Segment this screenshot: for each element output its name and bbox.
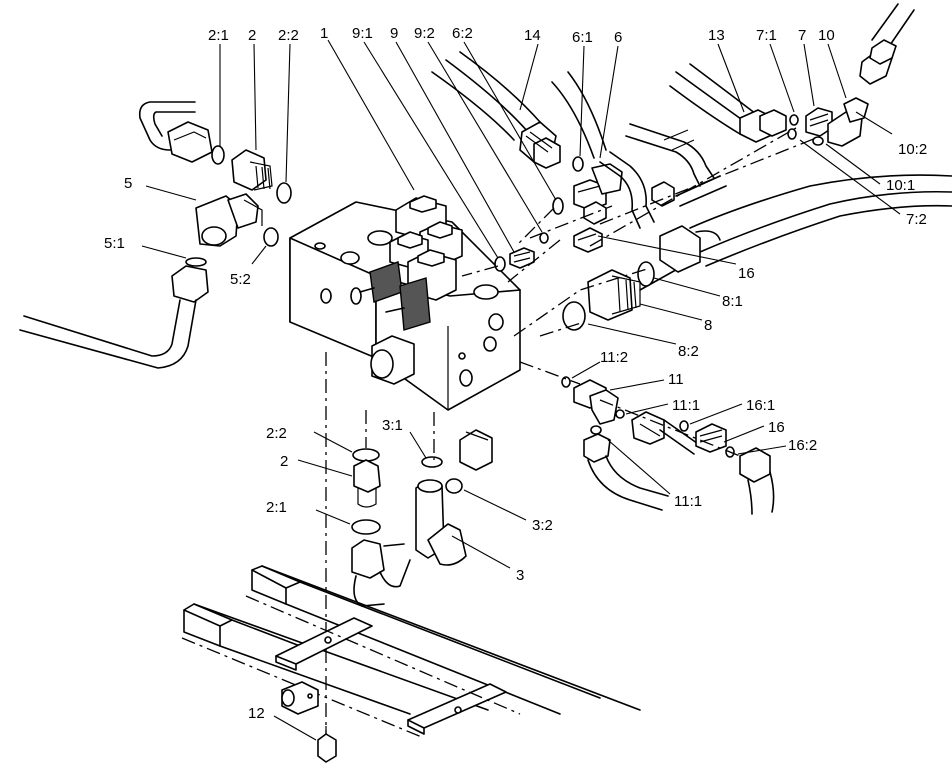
callout-11-2: 11:2 [600,349,628,366]
tube-upper-left [138,101,196,151]
fitting-2-top [231,149,273,191]
tube-8-large [639,174,952,291]
bolt-12 [317,726,337,763]
callout-6: 6 [614,29,622,46]
oring-8-2 [562,301,586,331]
nut-near-6-lower [583,201,607,225]
fitting-2-bottom [353,459,381,508]
callout-9-1: 9:1 [352,25,373,42]
oring-7-2 [787,128,797,140]
callout-2-2-top: 2:2 [278,27,299,44]
callout-5: 5 [124,175,132,192]
elbow-5 [195,193,263,247]
callout-6-2: 6:2 [452,25,473,42]
hose-14 [431,51,561,169]
callout-16-1: 16:1 [746,397,775,414]
oring-9-1 [494,256,506,272]
tube-nut-top-left [167,121,213,163]
fitting-9 [509,247,535,269]
callout-2-1-top: 2:1 [208,27,229,44]
callout-8-1: 8:1 [722,293,743,310]
mounting-frame [181,565,641,739]
callout-3-1: 3:1 [382,417,403,434]
callout-7: 7 [798,27,806,44]
fitting-7 [805,107,833,137]
hose-11-1 [583,433,669,511]
elbow-lower-2 [351,539,411,607]
oring-11-2 [561,376,571,388]
callout-3: 3 [516,567,524,584]
hose-10-2 [859,3,915,85]
oring-3-2 [445,478,463,494]
oring-10-1 [812,136,824,146]
valve-block-1 [289,195,521,411]
callout-2-2-bottom: 2:2 [266,425,287,442]
hose-16-2 [739,447,775,515]
callout-5-1: 5:1 [104,235,125,252]
tube-upper-middle [625,123,727,207]
oring-11-1-top [615,409,625,419]
leader-lines [141,39,901,741]
callout-9-2: 9:2 [414,25,435,42]
oring-9-2 [539,232,549,244]
callout-14: 14 [524,27,541,44]
callout-3-2: 3:2 [532,517,553,534]
callout-16-2: 16:2 [788,437,817,454]
oring-16-1 [679,420,689,432]
oring-8-1 [637,261,655,287]
callout-11-1-bottom: 11:1 [674,493,702,510]
callout-8: 8 [704,317,712,334]
callout-10-2: 10:2 [898,141,927,158]
fitting-16-upper-threads [577,233,597,241]
callout-2-1-bottom: 2:1 [266,499,287,516]
callout-16-mid: 16 [768,419,785,436]
callout-5-2: 5:2 [230,271,251,288]
callout-11: 11 [668,371,684,388]
fitting-3-upper [459,429,493,471]
oring-7-1 [789,114,799,126]
callout-10-1: 10:1 [886,177,915,194]
elbow-10 [827,97,869,147]
callout-7-1: 7:1 [756,27,777,44]
oring-2-1-bottom [351,519,381,535]
callout-2-bottom: 2 [280,453,288,470]
callout-16-right: 16 [738,265,755,282]
callout-1: 1 [320,25,328,42]
callout-9: 9 [390,25,398,42]
center-lines [325,127,817,740]
oring-3-1 [421,456,443,468]
tee-fitting-11 [573,379,619,425]
callout-6-1: 6:1 [572,29,593,46]
fitting-3 [415,479,467,566]
hose-11-fitting [631,411,705,455]
oring-6-2 [552,197,564,215]
callout-labels: 2:1 2 2:2 1 9:1 9 9:2 6:2 14 6:1 6 13 7:… [104,25,927,722]
oring-11-1-bottom [590,425,602,435]
callout-11-1-top: 11:1 [672,397,700,414]
hose-13 [669,63,787,143]
callout-8-2: 8:2 [678,343,699,360]
tube-lower-left [19,265,209,369]
oring-2-2-top [276,182,292,204]
callout-12: 12 [248,705,265,722]
oring-6-1 [572,156,584,172]
callout-10: 10 [818,27,835,44]
oring-5-1 [185,257,207,267]
callout-2-top: 2 [248,27,256,44]
oring-5-2 [263,227,279,247]
callout-7-2: 7:2 [906,211,927,228]
fitting-16-mid [695,423,727,453]
oring-2-1-top [211,145,225,165]
callout-13: 13 [708,27,725,44]
fitting-8 [587,269,641,321]
sleeve-12 [281,681,319,715]
tube-6 [551,71,655,229]
